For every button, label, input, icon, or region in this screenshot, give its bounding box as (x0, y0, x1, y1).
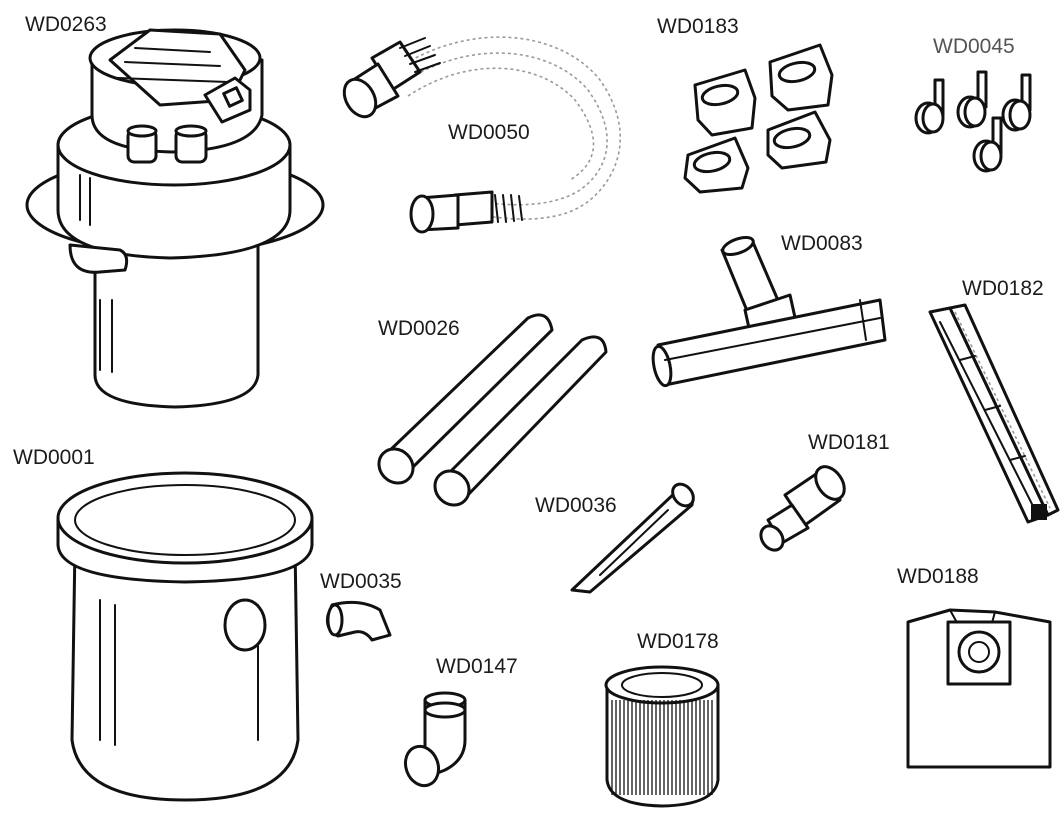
part-wd0036-crevice-tool (570, 482, 695, 594)
part-wd0083-floor-tool (651, 235, 887, 388)
part-wd0001-container (56, 471, 314, 802)
part-wd0181-reducer (759, 465, 846, 552)
part-wd0045-castors (914, 70, 1032, 173)
part-wd0188-paper-bag (906, 608, 1052, 769)
part-wd0026-tubes (377, 313, 608, 507)
label-wd0178: WD0178 (637, 630, 719, 653)
label-wd0183: WD0183 (657, 15, 739, 38)
label-wd0188: WD0188 (897, 565, 979, 588)
label-wd0026: WD0026 (378, 317, 460, 340)
label-wd0263: WD0263 (25, 13, 107, 36)
label-wd0182: WD0182 (962, 277, 1044, 300)
label-wd0035: WD0035 (320, 570, 402, 593)
part-wd0182-squeegee (928, 303, 1060, 524)
part-wd0183-pads (683, 43, 834, 194)
label-wd0181: WD0181 (808, 431, 890, 454)
part-wd0035-adapter (326, 600, 392, 642)
part-wd0147-elbow (403, 691, 467, 788)
part-wd0263-motor-head (25, 28, 325, 409)
label-wd0050: WD0050 (448, 121, 530, 144)
label-wd0147: WD0147 (436, 655, 518, 678)
part-wd0178-cartridge-filter (604, 665, 720, 808)
label-wd0045: WD0045 (933, 35, 1015, 58)
label-wd0036: WD0036 (535, 494, 617, 517)
label-wd0083: WD0083 (781, 232, 863, 255)
label-wd0001: WD0001 (13, 446, 95, 469)
part-wd0050-hose (342, 36, 621, 234)
